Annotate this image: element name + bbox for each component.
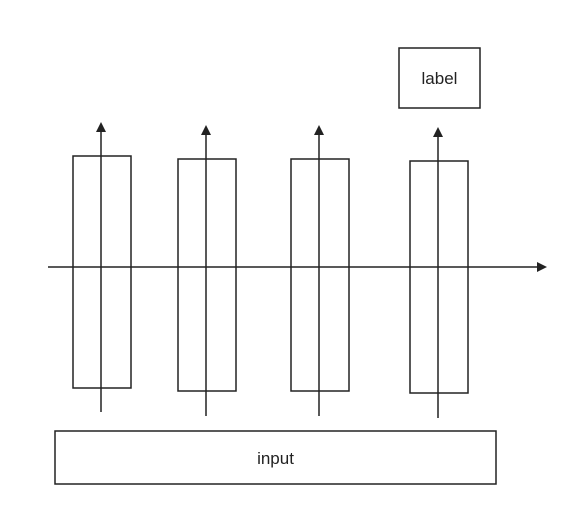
input-text: input	[257, 449, 294, 468]
input-box: input	[54, 430, 497, 485]
label-box: label	[398, 47, 481, 109]
label-text: label	[422, 69, 458, 88]
column-box-3	[290, 158, 350, 392]
column-box-2	[177, 158, 237, 392]
column-box-4	[409, 160, 469, 394]
column-box-1	[72, 155, 132, 389]
